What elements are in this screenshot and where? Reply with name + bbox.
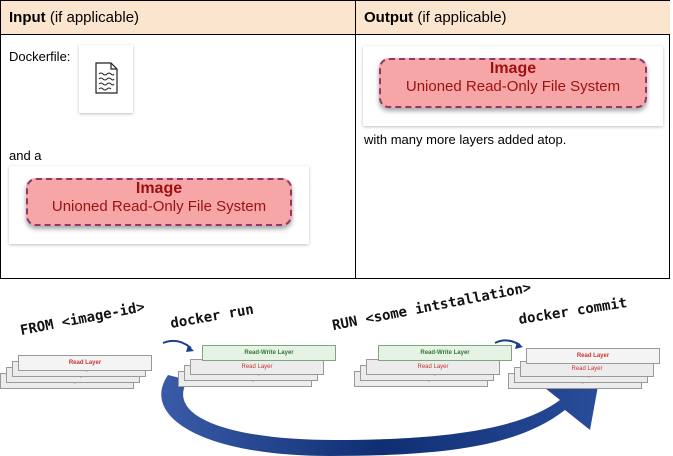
output-image-box: Image Unioned Read-Only File System: [379, 58, 647, 108]
stack1-layer-1: Read Layer: [18, 355, 152, 371]
stack2-read-write-layer: Read-Write Layer: [202, 345, 336, 361]
output-note: with many more layers added atop.: [364, 132, 567, 147]
input-image-box: Image Unioned Read-Only File System: [26, 178, 292, 226]
output-header-bold: Output: [364, 9, 414, 26]
docker-layers-diagram: FROM <image-id> docker run RUN <some int…: [0, 280, 673, 456]
input-output-table: Input (if applicable) Output (if applica…: [0, 0, 670, 279]
input-image-title: Image: [135, 180, 183, 197]
output-header: Output (if applicable): [356, 1, 670, 35]
input-header: Input (if applicable): [1, 1, 355, 35]
column-divider: [355, 1, 356, 278]
output-image-card: Image Unioned Read-Only File System: [363, 46, 663, 126]
curved-arrow: [161, 339, 600, 456]
output-image-subtitle: Unioned Read-Only File System: [405, 78, 621, 95]
output-image-title: Image: [489, 60, 537, 77]
input-header-bold: Input: [9, 9, 46, 26]
stack2-layer-2: Read Layer: [190, 359, 324, 375]
stack3-read-write-layer: Read-Write Layer: [378, 345, 512, 361]
dockerfile-icon: [79, 45, 133, 113]
input-header-rest: (if applicable): [45, 9, 140, 26]
input-image-subtitle: Unioned Read-Only File System: [51, 198, 267, 215]
dockerfile-label: Dockerfile:: [9, 49, 71, 64]
output-header-rest: (if applicable): [413, 9, 507, 26]
and-a-label: and a: [9, 148, 42, 163]
stack4-layer-1: Read Layer: [526, 348, 660, 364]
stack3-layer-2: Read Layer: [366, 359, 500, 375]
input-image-card: Image Unioned Read-Only File System: [9, 166, 309, 244]
